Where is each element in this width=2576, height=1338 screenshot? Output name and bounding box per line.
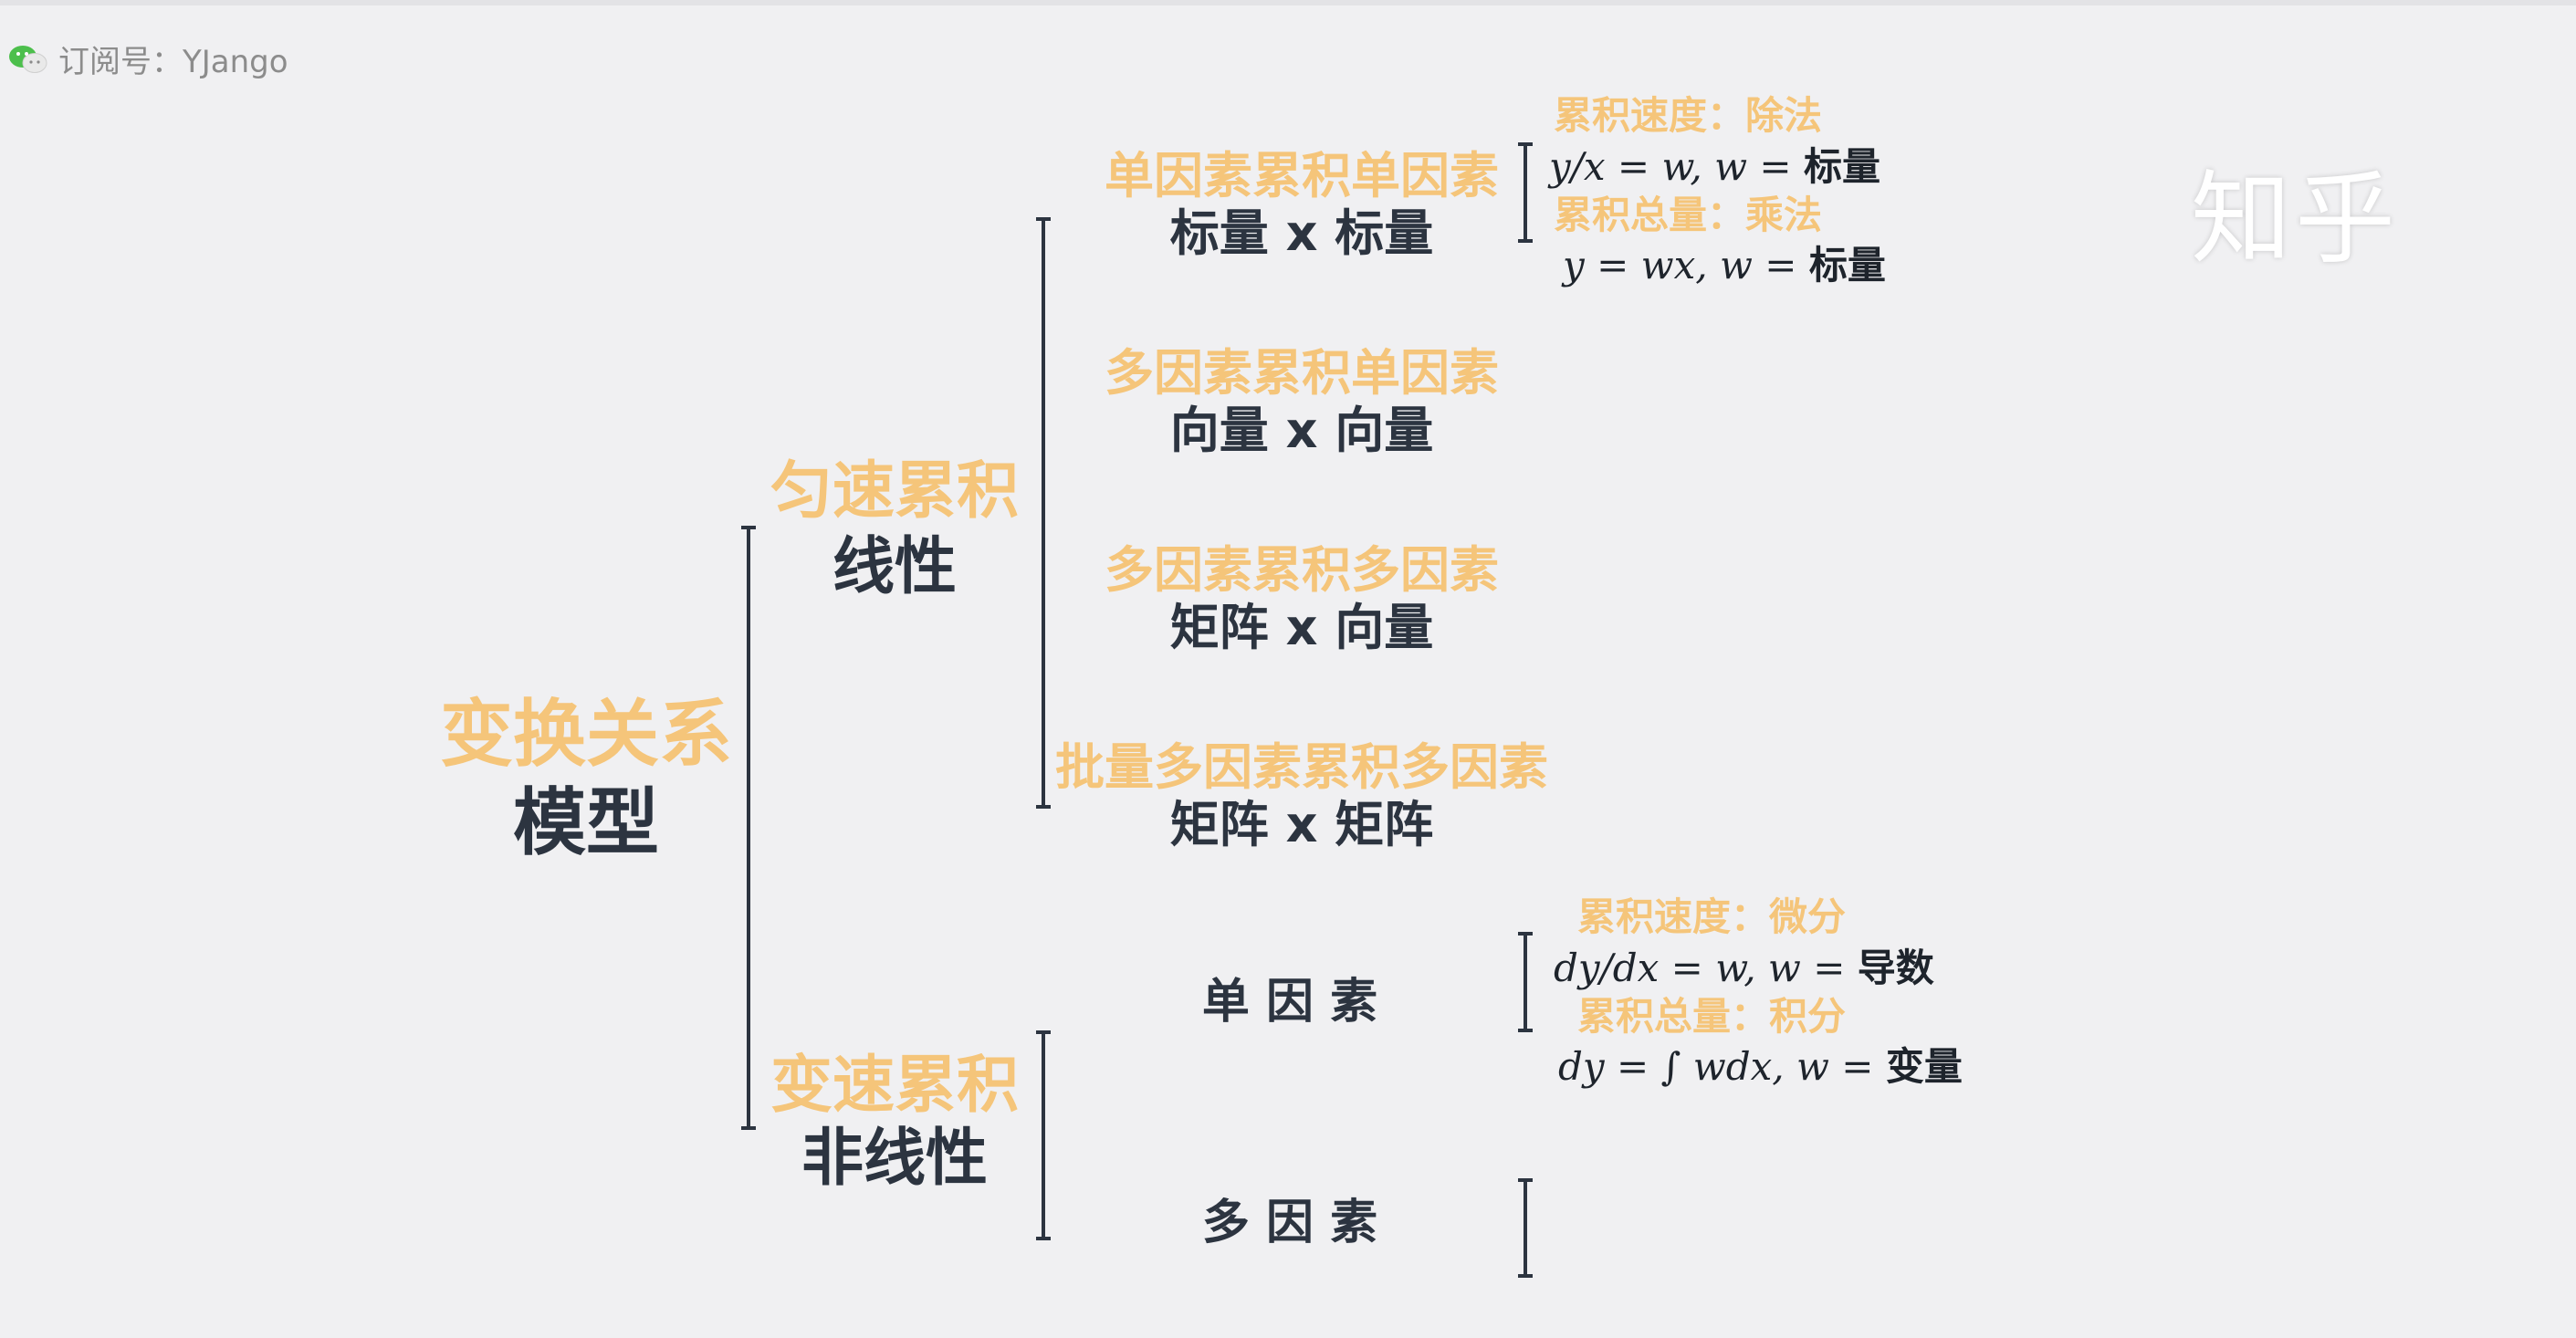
linear-speed-formula-math: y/x = w, w = xyxy=(1549,144,1804,189)
root-title: 变换关系 xyxy=(440,692,732,777)
root-bracket xyxy=(741,526,756,1130)
nonlinear-bracket xyxy=(1036,1030,1051,1240)
nonlinear-speed-formula-math: dy/dx = w, w = xyxy=(1554,946,1858,990)
linear-item-1-title: 单因素累积单因素 xyxy=(1105,147,1499,204)
nonlinear-total-formula-unit: 变量 xyxy=(1885,1044,1963,1089)
linear-item-4-subtitle: 矩阵 x 矩阵 xyxy=(1169,796,1434,853)
root-subtitle: 模型 xyxy=(513,780,659,865)
linear-item-3-subtitle: 矩阵 x 向量 xyxy=(1169,599,1434,656)
linear-speed-formula: y/x = w, w = 标量 xyxy=(1549,148,1880,186)
nonlinear-total-formula-math: dy = ∫ wdx, w = xyxy=(1558,1044,1886,1089)
account-badge: 订阅号：YJango xyxy=(7,37,288,81)
linear-subtitle: 线性 xyxy=(832,531,958,603)
nonlinear-item-1-title: 单 因 素 xyxy=(1201,975,1378,1030)
top-border xyxy=(0,0,2576,5)
nonlinear-total-label: 累积总量：积分 xyxy=(1577,994,1847,1039)
multi-factor-bracket xyxy=(1518,1178,1533,1278)
linear-total-formula-math: y = wx, w = xyxy=(1563,243,1809,287)
nonlinear-subtitle: 非线性 xyxy=(801,1123,989,1195)
nonlinear-total-formula: dy = ∫ wdx, w = 变量 xyxy=(1558,1048,1963,1086)
nonlinear-speed-label: 累积速度：微分 xyxy=(1577,894,1847,939)
zhihu-watermark: 知乎 xyxy=(2191,161,2399,277)
linear-title: 匀速累积 xyxy=(770,455,1020,528)
linear-item-2-subtitle: 向量 x 向量 xyxy=(1169,402,1434,459)
linear-item-3-title: 多因素累积多因素 xyxy=(1105,541,1499,599)
nonlinear-speed-formula-unit: 导数 xyxy=(1857,946,1934,990)
nonlinear-title: 变速累积 xyxy=(770,1050,1020,1122)
linear-notes-bracket xyxy=(1518,142,1533,243)
nonlinear-notes-bracket xyxy=(1518,932,1533,1032)
linear-item-4-title: 批量多因素累积多因素 xyxy=(1055,738,1548,796)
linear-item-2-title: 多因素累积单因素 xyxy=(1105,344,1499,402)
linear-total-label: 累积总量：乘法 xyxy=(1554,193,1823,237)
linear-speed-formula-unit: 标量 xyxy=(1803,144,1880,189)
linear-item-1-subtitle: 标量 x 标量 xyxy=(1169,204,1434,262)
linear-speed-label: 累积速度：除法 xyxy=(1554,93,1823,138)
linear-bracket xyxy=(1036,217,1051,809)
wechat-icon xyxy=(9,45,47,73)
linear-total-formula: y = wx, w = 标量 xyxy=(1563,246,1886,285)
nonlinear-speed-formula: dy/dx = w, w = 导数 xyxy=(1554,949,1934,988)
nonlinear-item-2-title: 多 因 素 xyxy=(1201,1196,1378,1250)
account-label: 订阅号：YJango xyxy=(58,44,288,80)
linear-total-formula-unit: 标量 xyxy=(1808,243,1886,287)
